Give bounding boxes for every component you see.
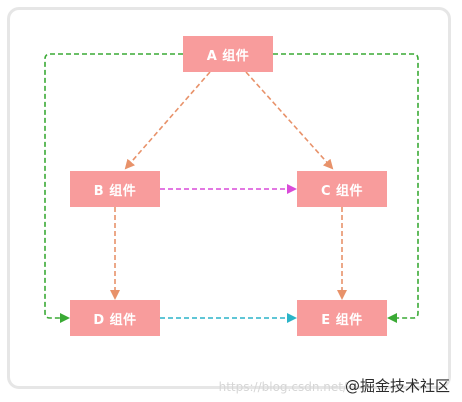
watermark: https://blog.csdn.net/ @掘金技术社区 [219, 375, 450, 396]
node-d: D 组件 [70, 300, 160, 336]
watermark-brand: @掘金技术社区 [344, 377, 450, 395]
watermark-url: https://blog.csdn.net/ [218, 380, 347, 394]
edge-a-to-b [124, 71, 211, 170]
node-a: A 组件 [183, 36, 273, 72]
edge-a-to-d [44, 53, 183, 323]
node-b: B 组件 [70, 171, 160, 207]
node-c: C 组件 [297, 171, 387, 207]
edge-a-to-c [245, 71, 334, 170]
node-e: E 组件 [297, 300, 387, 336]
edge-a-to-e [273, 53, 419, 323]
